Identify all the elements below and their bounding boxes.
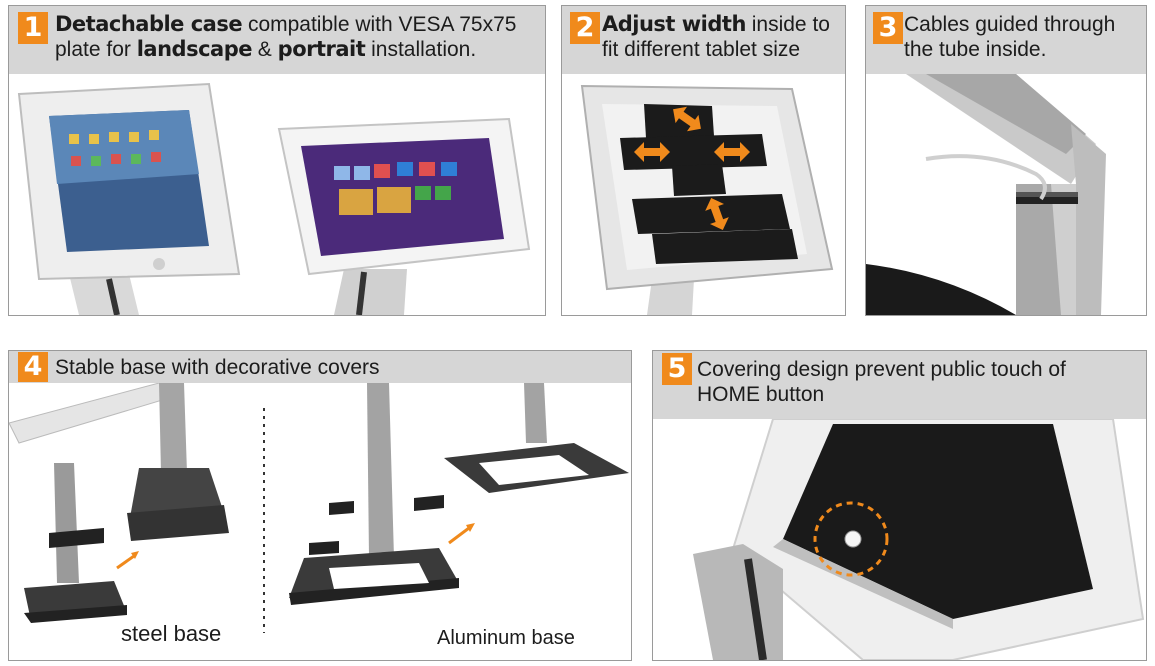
panel-header <box>562 6 845 74</box>
panel-header <box>9 6 545 74</box>
panel-caption: Cables guided through the tube inside. <box>904 13 1116 61</box>
aluminum-base-label: Aluminum base <box>437 627 575 649</box>
step-number-4: 4 <box>18 352 48 382</box>
panel-header <box>866 6 1146 74</box>
step-number-1: 1 <box>18 12 48 44</box>
panel-caption: Adjust width inside to fit different tab… <box>602 12 830 61</box>
panel-adjust-width: 2 Adjust width inside to fit different t… <box>561 5 846 316</box>
tablet-stands-illustration <box>17 82 531 315</box>
panel-caption: Stable base with decorative covers <box>55 356 380 379</box>
panel-caption: Detachable case compatible with VESA 75x… <box>55 12 517 61</box>
step-number-5: 5 <box>662 353 692 385</box>
panel-home-button: 5 Covering design prevent public touch o… <box>652 350 1147 661</box>
step-number-2: 2 <box>570 12 600 44</box>
panel-header <box>653 351 1146 419</box>
panel-header <box>9 351 631 383</box>
panel-cables: 3 Cables guided through the tube inside. <box>865 5 1147 316</box>
panel-detachable-case: 1 Detachable case compatible with VESA 7… <box>8 5 546 316</box>
bases-illustration <box>9 383 629 633</box>
home-button-cover-illustration <box>693 419 1145 660</box>
cable-tube-illustration <box>866 74 1106 315</box>
steel-base-label: steel base <box>121 621 222 646</box>
panel-caption: Covering design prevent public touch of … <box>697 358 1066 406</box>
panel-stable-base: 4 Stable base with decorative covers ste… <box>8 350 632 661</box>
step-number-3: 3 <box>873 12 903 44</box>
adjustable-frame-illustration <box>580 84 834 315</box>
